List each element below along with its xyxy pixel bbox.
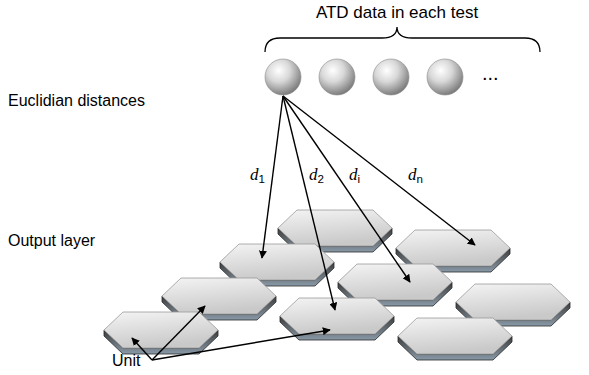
data-sphere xyxy=(427,59,463,95)
hexagon-top xyxy=(104,312,218,348)
data-sphere xyxy=(319,59,355,95)
unit-hexagon xyxy=(398,318,512,360)
arrow-line xyxy=(262,96,283,258)
ellipsis: ... xyxy=(482,62,499,85)
output-grid xyxy=(104,210,570,360)
unit-label: Unit xyxy=(112,352,140,370)
layer-label: Output layer xyxy=(8,232,95,250)
arrow-line xyxy=(152,330,330,360)
hexagon-top xyxy=(220,244,334,280)
arrow-line xyxy=(283,96,475,245)
data-heading: ATD data in each test xyxy=(316,3,478,23)
distance-symbol: di xyxy=(349,165,360,185)
hexagon-top xyxy=(278,210,392,246)
hexagon-top xyxy=(338,264,452,300)
distance-symbol: d1 xyxy=(250,165,265,185)
hexagon-top xyxy=(398,318,512,354)
unit-hexagon xyxy=(280,298,394,340)
data-sphere xyxy=(265,59,301,95)
hexagon-top xyxy=(396,230,510,266)
hexagon-top xyxy=(280,298,394,334)
data-sphere xyxy=(373,59,409,95)
hexagon-top xyxy=(162,278,276,314)
axis-label: Euclidian distances xyxy=(8,92,145,110)
distance-symbol: dn xyxy=(408,165,423,185)
arrow-line xyxy=(283,96,410,282)
distance-symbol: d2 xyxy=(309,165,324,185)
hexagon-top xyxy=(456,284,570,320)
arrow-line xyxy=(283,96,335,310)
unit-hexagon xyxy=(104,312,218,354)
brace xyxy=(265,27,540,52)
distance-arrows xyxy=(132,96,475,360)
input-data xyxy=(265,59,463,95)
